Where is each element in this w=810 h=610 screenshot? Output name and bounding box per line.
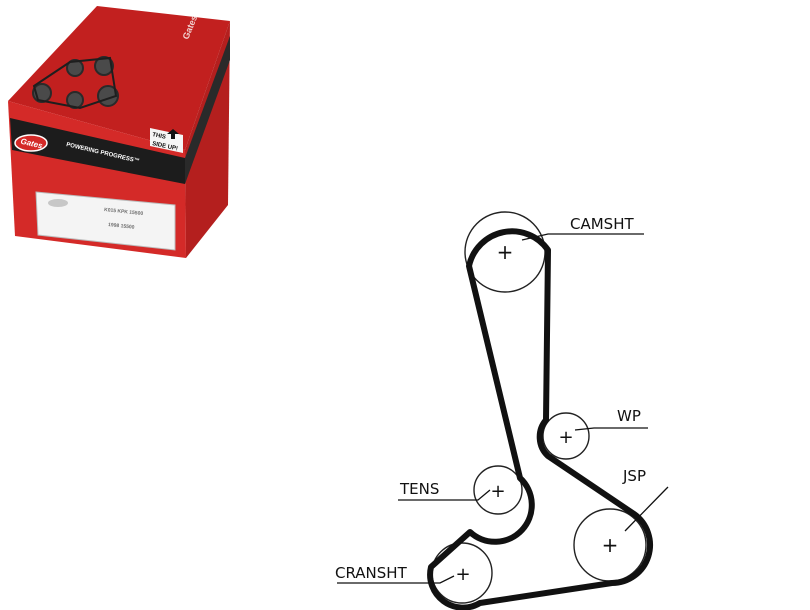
- label-logo-mark: [48, 199, 68, 207]
- center-mark-crankshaft: +: [455, 564, 470, 585]
- center-mark-jackshaft: +: [602, 533, 619, 557]
- leader-jackshaft: [624, 486, 669, 532]
- leader-camshaft: [521, 233, 644, 241]
- leader-tensioner: [398, 489, 491, 501]
- label-jackshaft: JSP: [622, 467, 646, 485]
- center-mark-tensioner: +: [490, 481, 505, 502]
- label-tensioner: TENS: [399, 480, 439, 498]
- box-front-band: [10, 118, 185, 184]
- label-camshaft: CAMSHT: [570, 215, 634, 233]
- arrow-up-icon: [167, 129, 179, 139]
- label-line1: K015 KPK 15500: [104, 207, 144, 217]
- gates-logo-icon: [14, 134, 48, 152]
- product-box-photo: Gates: [8, 6, 230, 258]
- box-side-band: [185, 36, 230, 184]
- label-crankshaft: CRANSHT: [335, 564, 408, 582]
- leader-crankshaft: [337, 575, 455, 584]
- engine-illustration: [32, 56, 119, 110]
- center-mark-water-pump: +: [558, 427, 573, 448]
- pulley-tensioner: [473, 465, 523, 515]
- box-white-label: [35, 191, 176, 251]
- label-line2: 1998 15500: [108, 222, 135, 231]
- belt-diagram: + + + + + CAMSHT WP TENS JSP CRANSHT: [335, 211, 669, 610]
- orientation-line2: SIDE UP!: [152, 141, 179, 152]
- orientation-line1: THIS: [152, 132, 167, 141]
- leader-water-pump: [574, 427, 648, 431]
- timing-belt: [427, 228, 654, 610]
- box-top-face: [8, 6, 230, 150]
- pulley-water-pump: [542, 412, 590, 460]
- center-mark-camshaft: +: [497, 240, 514, 264]
- label-water-pump: WP: [617, 407, 641, 425]
